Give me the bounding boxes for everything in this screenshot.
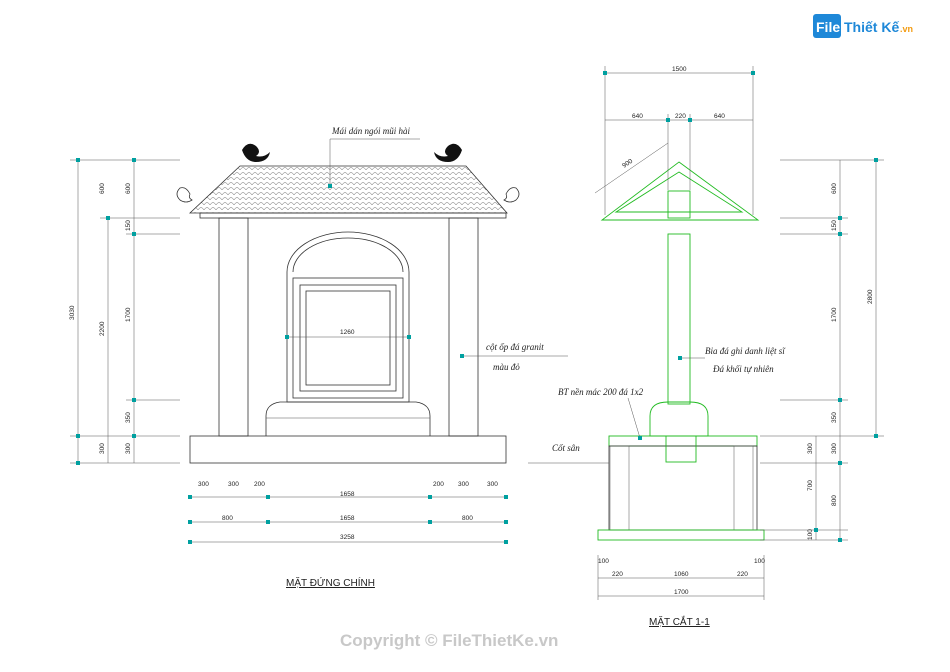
leader-roof [329, 138, 420, 186]
dim-bottom-r1-5: 300 [458, 481, 469, 488]
dim-top-part-0: 640 [632, 113, 643, 120]
note-column-1: cột ốp đá granit [486, 342, 544, 352]
section-view: Bia đá ghi danh liệt sĩ Đá khối tự nhiên… [528, 66, 884, 628]
section-roof [600, 161, 760, 221]
note-stele-1: Bia đá ghi danh liệt sĩ [705, 346, 786, 356]
front-column-right [448, 217, 479, 437]
front-arch-inner [292, 237, 404, 273]
front-elevation: Mái dán ngói mũi hài cột ốp đá granit mà… [69, 126, 568, 589]
dim-bottom-r1-4: 200 [433, 481, 444, 488]
dim-bottom-r2-2: 800 [462, 515, 473, 522]
curl-ornament-left-icon [176, 187, 193, 203]
dim-left-350: 350 [125, 412, 132, 423]
front-roof [188, 165, 508, 214]
dim-slope: 900 [621, 158, 634, 170]
dim-left-total: 3030 [69, 305, 76, 320]
section-base-slab [608, 435, 758, 447]
brand-logo-box [813, 14, 841, 38]
dim-top-part-1: 220 [675, 113, 686, 120]
dim-left-300b: 300 [125, 443, 132, 454]
dragon-ornament-right-icon [434, 143, 462, 162]
note-column-2: màu đỏ [493, 362, 520, 372]
front-title: MẶT ĐỨNG CHÍNH [286, 576, 375, 589]
dim-left-300a: 300 [99, 443, 106, 454]
dim-right-700: 700 [807, 480, 814, 491]
dim-bottom-r1-2: 200 [254, 481, 265, 488]
brand-tld-text: .vn [900, 24, 913, 34]
dim-right-600: 600 [831, 183, 838, 194]
dim-top-part-2: 640 [714, 113, 725, 120]
section-roof-core [667, 190, 691, 219]
dim-sec-r1-0: 100 [598, 558, 609, 565]
section-stele [667, 233, 691, 405]
dim-right-150: 150 [831, 220, 838, 231]
front-arch-outer [286, 231, 410, 403]
section-wall-right [733, 445, 754, 531]
section-wall-left [609, 445, 630, 531]
front-stele-frame [292, 277, 404, 399]
dim-right-800: 800 [831, 495, 838, 506]
dim-sec-r1-4: 100 [754, 558, 765, 565]
dim-left-600b: 600 [125, 183, 132, 194]
dim-sec-r1-1: 220 [612, 571, 623, 578]
dim-bottom-r1-1: 300 [228, 481, 239, 488]
dim-left-sub: 2200 [99, 321, 106, 336]
section-title: MẶT CẮT 1-1 [649, 615, 710, 628]
dim-right-300a: 300 [807, 443, 814, 454]
note-base: BT nền mác 200 đá 1x2 [558, 387, 644, 397]
dim-right-300b: 300 [831, 443, 838, 454]
dim-right-1700: 1700 [831, 307, 838, 322]
front-stele-panel [305, 290, 391, 386]
dim-sec-r1-2: 1060 [674, 571, 689, 578]
note-stele-2: Đá khối tự nhiên [712, 364, 774, 374]
dim-left-150: 150 [125, 220, 132, 231]
copyright-watermark: Copyright © FileThietKe.vn [340, 631, 558, 650]
brand-name-text: Thiết Kế [844, 19, 899, 35]
front-stele-base [265, 401, 431, 436]
dim-right-2800: 2800 [867, 289, 874, 304]
brand-file-text: File [816, 19, 840, 35]
brand-logo: File Thiết Kế .vn [813, 14, 913, 38]
section-socket [665, 435, 697, 463]
front-stele-frame-inner [299, 284, 397, 392]
note-roof: Mái dán ngói mũi hài [331, 126, 410, 136]
front-roof-eave [199, 212, 507, 219]
dim-sec-r1-3: 220 [737, 571, 748, 578]
dim-right-350: 350 [831, 412, 838, 423]
dim-slope-line [594, 142, 669, 194]
front-column-left [218, 217, 249, 437]
dim-bottom-r2-1: 1658 [340, 515, 355, 522]
section-stele-head [649, 401, 709, 437]
dim-right-100: 100 [807, 529, 814, 540]
leader-base [627, 397, 641, 439]
dim-left-600: 600 [99, 183, 106, 194]
dim-sec-r2: 1700 [674, 589, 689, 596]
front-plinth [189, 435, 507, 464]
section-roof-inner [614, 171, 744, 213]
dim-inner-text: 1260 [340, 329, 355, 336]
dim-bottom-r3: 3258 [340, 534, 355, 541]
section-foundation [608, 445, 758, 531]
dim-bottom-r2-0: 800 [222, 515, 233, 522]
note-ground: Cốt sân [552, 443, 580, 453]
dim-left-1700: 1700 [125, 307, 132, 322]
curl-ornament-right-icon [503, 187, 520, 203]
dim-bottom-r1-3: 1658 [340, 491, 355, 498]
dimension-ticks [76, 71, 878, 544]
dim-top-total: 1500 [672, 66, 687, 73]
dim-bottom-r1-0: 300 [198, 481, 209, 488]
dim-bottom-r1-6: 300 [487, 481, 498, 488]
dragon-ornament-left-icon [242, 143, 270, 162]
section-footing [597, 529, 765, 541]
